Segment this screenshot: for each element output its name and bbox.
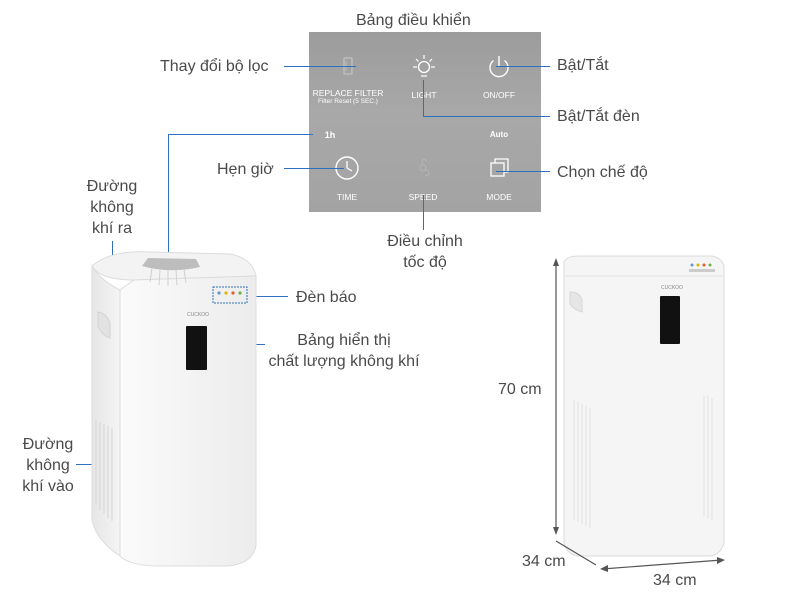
label-air-quality-line2: chất lượng không khí — [268, 353, 420, 370]
leader-power — [496, 66, 550, 67]
panel-title: Bảng điều khiển — [356, 12, 471, 29]
light-text: LIGHT — [411, 90, 437, 100]
leader-air-in — [76, 464, 100, 465]
label-power: Bật/Tắt — [557, 57, 609, 74]
timer-value: 1h — [324, 130, 336, 140]
label-light-toggle: Bật/Tắt đèn — [557, 108, 640, 125]
mode-text: MODE — [486, 192, 512, 202]
brand-logo-left: CUCKOO — [187, 312, 209, 318]
label-air-in-line3: khí vào — [22, 478, 74, 495]
fan-icon — [419, 158, 430, 176]
time-text: TIME — [336, 192, 358, 202]
filter-icon — [343, 57, 353, 75]
label-air-out: Đường không khí ra — [78, 176, 146, 239]
dimension-depth: 34 cm — [522, 553, 566, 570]
power-icon — [489, 56, 509, 78]
dimension-height: 70 cm — [498, 381, 542, 398]
mode-value: Auto — [489, 130, 509, 139]
filter-reset-text: Filter Reset (5 SEC.) — [318, 98, 378, 105]
label-speed-line2: tốc độ — [403, 254, 447, 271]
control-panel: REPLACE FILTER Filter Reset (5 SEC.) LIG… — [309, 32, 541, 212]
label-mode-select: Chọn chế độ — [557, 164, 648, 181]
label-speed-adjust: Điều chỉnh tốc độ — [375, 231, 475, 273]
light-bulb-icon — [413, 55, 435, 77]
label-air-quality-line1: Bảng hiển thị — [297, 332, 391, 349]
leader-filter — [284, 66, 356, 67]
label-speed-line1: Điều chỉnh — [387, 233, 463, 250]
leader-air-quality — [203, 344, 265, 345]
label-air-in-line2: không — [26, 457, 70, 474]
label-timer: Hẹn giờ — [217, 161, 274, 178]
leader-mode — [496, 171, 550, 172]
leader-light-v — [423, 80, 424, 116]
label-air-quality: Bảng hiển thị chất lượng không khí — [262, 330, 426, 372]
label-indicator: Đèn báo — [296, 289, 357, 306]
label-change-filter: Thay đổi bộ lọc — [160, 58, 269, 75]
leader-speed — [423, 195, 424, 230]
label-air-in: Đường không khí vào — [14, 434, 82, 497]
leader-panel-h — [168, 134, 313, 135]
label-air-out-line2: không — [90, 199, 134, 216]
label-air-out-line1: Đường — [86, 178, 138, 195]
on-off-text: ON/OFF — [482, 90, 516, 100]
label-air-in-line1: Đường — [22, 436, 74, 453]
dimension-width: 34 cm — [653, 572, 697, 589]
speed-text: SPEED — [403, 192, 443, 202]
label-air-out-line3: khí ra — [91, 220, 132, 237]
leader-indicator — [248, 296, 288, 297]
brand-logo-right: CUCKOO — [661, 285, 683, 291]
leader-timer — [284, 168, 344, 169]
replace-filter-text: REPLACE FILTER — [312, 88, 384, 98]
leader-air-out — [112, 241, 113, 269]
leader-light-h — [423, 116, 550, 117]
leader-panel-v — [168, 134, 169, 258]
mode-icon — [490, 158, 509, 177]
